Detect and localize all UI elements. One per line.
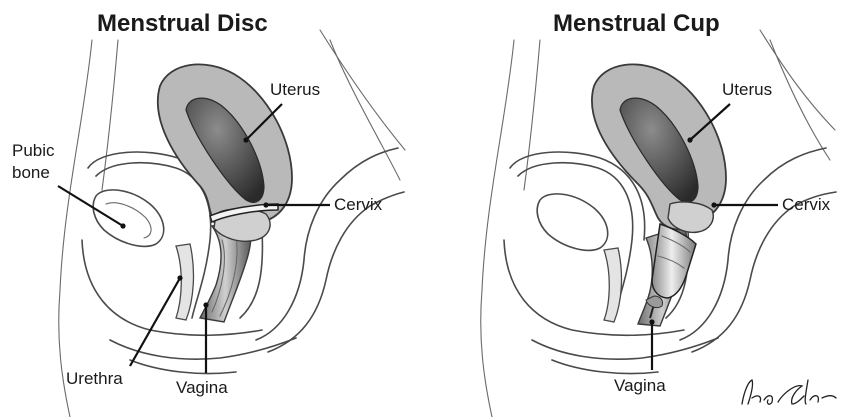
panel-menstrual-disc: Menstrual Disc bbox=[12, 10, 405, 417]
panel-title: Menstrual Disc bbox=[97, 10, 268, 37]
label-vagina: Vagina bbox=[614, 319, 666, 395]
artist-signature bbox=[742, 380, 836, 404]
pubic-bone bbox=[93, 190, 164, 246]
uterus-label: Uterus bbox=[270, 80, 320, 99]
cervix-label: Cervix bbox=[334, 195, 383, 214]
cervix-label: Cervix bbox=[782, 195, 831, 214]
vagina-label: Vagina bbox=[176, 378, 228, 397]
uterus bbox=[592, 64, 726, 229]
vagina-label: Vagina bbox=[614, 376, 666, 395]
panel-title: Menstrual Cup bbox=[553, 10, 720, 37]
pubic-bone-label-line2: bone bbox=[12, 163, 50, 182]
urethra-label: Urethra bbox=[66, 369, 123, 388]
pubic-bone-label-line1: Pubic bbox=[12, 141, 55, 160]
label-urethra: Urethra bbox=[66, 275, 183, 388]
uterus-label: Uterus bbox=[722, 80, 772, 99]
label-cervix: Cervix bbox=[711, 195, 830, 214]
pubic-bone bbox=[537, 194, 608, 250]
panel-menstrual-cup: Menstrual Cup bbox=[481, 10, 836, 417]
urethra bbox=[604, 248, 621, 322]
